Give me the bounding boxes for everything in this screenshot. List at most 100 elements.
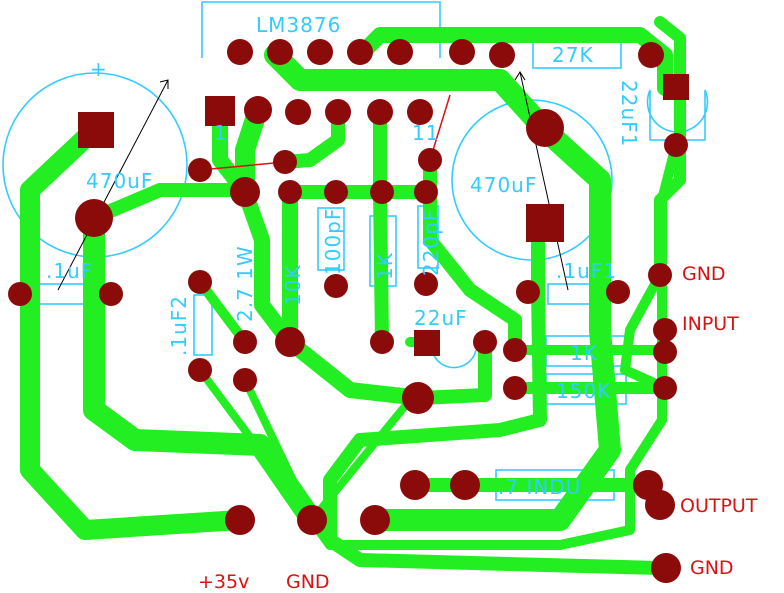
pad-ic-3 bbox=[307, 39, 333, 65]
silkscreen-text: LM3876 27K 22uF1 470uF 470uF 1 11 .1uF .… bbox=[46, 13, 641, 499]
trace-pin1-feedback bbox=[212, 104, 428, 406]
pad-c22-mid-minus bbox=[473, 330, 497, 354]
pad-r10k-bot bbox=[275, 327, 305, 357]
polarity-arrows bbox=[57, 71, 569, 291]
label-supply: +35v bbox=[198, 571, 249, 593]
label-inductor: .7 INDU bbox=[498, 475, 581, 499]
pad-c22-right-minus bbox=[664, 133, 688, 157]
pad-r27k-right bbox=[638, 42, 664, 68]
pad-c470-left-plus bbox=[78, 112, 114, 148]
arrow-left bbox=[57, 79, 169, 291]
pad-supply bbox=[225, 505, 255, 535]
pad-c100-top bbox=[324, 180, 348, 204]
pad-r150k-a bbox=[503, 376, 527, 400]
pad-gnd-top bbox=[648, 263, 672, 287]
pad-gnd-bottom bbox=[651, 553, 681, 583]
trace-vplus-rail bbox=[264, 44, 621, 531]
trace-c1uf2-bot bbox=[196, 366, 316, 524]
label-gnd-supply: GND bbox=[286, 571, 330, 593]
trace-left-rail bbox=[20, 118, 250, 540]
pad-ic-row2-4 bbox=[367, 99, 393, 125]
c470-left-plus: + bbox=[90, 57, 108, 81]
pad-c220-bot bbox=[414, 272, 438, 296]
pad-c1uf-left-a bbox=[8, 282, 32, 306]
label-c470-right: 470uF bbox=[470, 173, 537, 197]
pad-inductor-b bbox=[450, 470, 480, 500]
label-c1uf2: .1uF2 bbox=[167, 295, 191, 356]
trace-c1uf2-top bbox=[195, 277, 250, 347]
label-gnd-top: GND bbox=[682, 263, 726, 285]
pad-r27-top bbox=[230, 177, 260, 207]
pad-c1uf-right-a bbox=[516, 280, 540, 304]
trace-c470-left bbox=[87, 183, 247, 225]
label-input: INPUT bbox=[682, 313, 739, 335]
label-r27k: 27K bbox=[552, 43, 594, 67]
pad-r27k-left bbox=[489, 42, 515, 68]
copper-traces bbox=[20, 16, 686, 575]
pad-pin-mid bbox=[273, 150, 297, 174]
pad-ic-row2-2 bbox=[285, 99, 311, 125]
pad-c470-left-minus bbox=[75, 199, 113, 237]
label-r1k-mid: 1K bbox=[373, 252, 397, 280]
pad-c22-right-plus bbox=[663, 74, 689, 100]
pad-ic-2 bbox=[267, 39, 293, 65]
pad-ic-4 bbox=[347, 39, 373, 65]
label-r150k: 150K bbox=[556, 379, 611, 403]
label-c22-right: 22uF1 bbox=[617, 80, 641, 147]
pad-bottom-mid bbox=[360, 505, 390, 535]
pad-c100-bot bbox=[324, 274, 348, 298]
label-pin1: 1 bbox=[214, 121, 228, 145]
label-c1uf-left: .1uF bbox=[46, 259, 93, 283]
label-c100pf: 100pF bbox=[321, 208, 345, 275]
pad-c470-right-minus bbox=[526, 109, 564, 147]
label-gnd-bottom: GND bbox=[690, 557, 734, 579]
c1uf2-outline bbox=[193, 294, 213, 356]
label-c22-mid: 22uF bbox=[414, 306, 468, 330]
pad-ic-5 bbox=[387, 39, 413, 65]
pad-r10k-top bbox=[278, 180, 302, 204]
pad-ic-1 bbox=[227, 39, 253, 65]
pad-r1k-bot bbox=[370, 330, 394, 354]
label-output: OUTPUT bbox=[680, 495, 758, 517]
trace-c22-mid bbox=[413, 335, 492, 405]
pad-c1uf2-bot bbox=[188, 358, 212, 382]
trace-pin-mid bbox=[278, 105, 345, 169]
pad-jumper-right bbox=[418, 148, 442, 172]
trace-pin2 bbox=[235, 100, 268, 200]
pad-r1k-right-a bbox=[503, 338, 527, 362]
pad-c1uf-left-b bbox=[99, 282, 123, 306]
label-r1k-right: 1K bbox=[570, 341, 598, 365]
pad-c1uf2-top bbox=[188, 270, 212, 294]
label-c1uf-right: .1uF1 bbox=[556, 259, 617, 283]
pad-ic-row2-3 bbox=[325, 99, 351, 125]
pad-c1uf-right-b bbox=[606, 280, 630, 304]
trace-gnd-right bbox=[307, 140, 681, 550]
pad-jumper-left bbox=[188, 158, 212, 182]
connector-labels: GND INPUT OUTPUT GND +35v GND bbox=[198, 263, 758, 593]
label-r27: 2.7 1W bbox=[233, 245, 257, 322]
pad-r27-bot2 bbox=[233, 368, 257, 392]
pad-fb-node bbox=[402, 382, 434, 414]
label-r10k: 10K bbox=[281, 264, 305, 306]
label-ic: LM3876 bbox=[256, 13, 341, 37]
trace-output-gnd bbox=[323, 215, 667, 575]
trace-r1k bbox=[373, 105, 389, 347]
trace-top-loop bbox=[352, 27, 673, 96]
pad-c22-mid-plus bbox=[414, 330, 440, 356]
pad-r150k-b bbox=[653, 376, 677, 400]
pad-input-b bbox=[653, 340, 677, 364]
c100pf-outline bbox=[317, 207, 345, 271]
pad-c470-right-plus bbox=[526, 204, 564, 242]
pad-ic-row2-5 bbox=[407, 99, 433, 125]
label-c220pf: 220pF bbox=[419, 209, 443, 276]
pad-ic-square bbox=[205, 96, 235, 126]
pads bbox=[8, 39, 689, 583]
label-c470-left: 470uF bbox=[86, 169, 153, 193]
pad-ic-row2-1 bbox=[244, 96, 272, 124]
pad-gnd-star bbox=[297, 505, 327, 535]
trace-c220 bbox=[423, 185, 522, 357]
trace-r27-bot bbox=[241, 376, 316, 524]
pad-r27-bot bbox=[233, 330, 257, 354]
trace-node-mid bbox=[308, 396, 414, 524]
